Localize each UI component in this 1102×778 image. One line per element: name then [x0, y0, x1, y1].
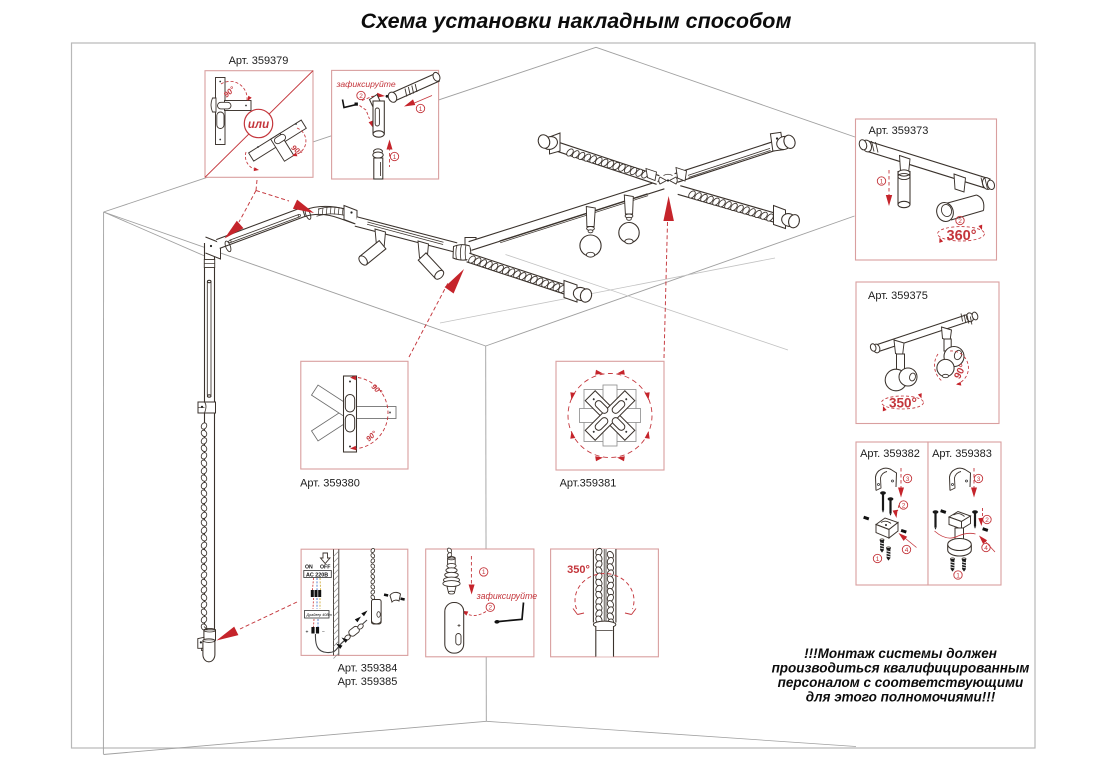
- svg-text:3: 3: [906, 476, 910, 483]
- svg-text:2: 2: [958, 218, 962, 225]
- svg-text:OFF: OFF: [320, 565, 330, 571]
- svg-text:Арт. 359384: Арт. 359384: [338, 663, 398, 675]
- svg-text:1: 1: [880, 178, 884, 185]
- svg-text:или: или: [248, 119, 269, 131]
- svg-text:2: 2: [488, 605, 492, 612]
- svg-text:для этого полномочиями!!!: для этого полномочиями!!!: [806, 690, 996, 705]
- svg-text:ON: ON: [305, 565, 313, 571]
- svg-text:Арт. 359373: Арт. 359373: [869, 125, 929, 137]
- svg-text:1: 1: [876, 556, 880, 563]
- svg-text:Схема установки накладным спос: Схема установки накладным способом: [361, 9, 792, 33]
- svg-text:персоналом с соответствующими: персоналом с соответствующими: [778, 675, 1024, 690]
- svg-text:350°: 350°: [567, 564, 590, 576]
- svg-text:2: 2: [359, 93, 363, 100]
- svg-text:Арт. 359383: Арт. 359383: [932, 448, 992, 460]
- svg-text:1: 1: [419, 106, 423, 113]
- svg-text:производиться квалифицированны: производиться квалифицированным: [772, 661, 1030, 676]
- svg-text:−: −: [322, 630, 325, 636]
- svg-text:1: 1: [393, 154, 397, 161]
- svg-text:+: +: [306, 630, 309, 636]
- svg-text:Арт. 359382: Арт. 359382: [860, 448, 920, 460]
- svg-text:4: 4: [905, 547, 909, 554]
- svg-text:2: 2: [985, 517, 989, 524]
- svg-text:Арт. 359385: Арт. 359385: [338, 676, 398, 688]
- svg-text:Арт. 359379: Арт. 359379: [229, 55, 289, 67]
- svg-text:зафиксируйте: зафиксируйте: [336, 79, 396, 89]
- svg-text:Арт. 359375: Арт. 359375: [868, 290, 928, 302]
- svg-text:2: 2: [902, 502, 906, 509]
- svg-text:!!!Монтаж системы должен: !!!Монтаж системы должен: [804, 646, 997, 661]
- svg-text:1: 1: [956, 572, 960, 579]
- svg-text:Арт.359381: Арт.359381: [560, 478, 617, 490]
- svg-text:4: 4: [984, 545, 988, 552]
- svg-text:3: 3: [977, 476, 981, 483]
- svg-text:зафиксируйте: зафиксируйте: [476, 591, 538, 601]
- svg-text:AC 220В: AC 220В: [306, 572, 328, 578]
- svg-text:Арт. 359380: Арт. 359380: [300, 478, 360, 490]
- svg-text:Драйвер 40Вт: Драйвер 40Вт: [306, 613, 332, 617]
- svg-text:360°: 360°: [947, 228, 977, 244]
- svg-text:350°: 350°: [889, 396, 917, 411]
- svg-text:1: 1: [482, 569, 486, 576]
